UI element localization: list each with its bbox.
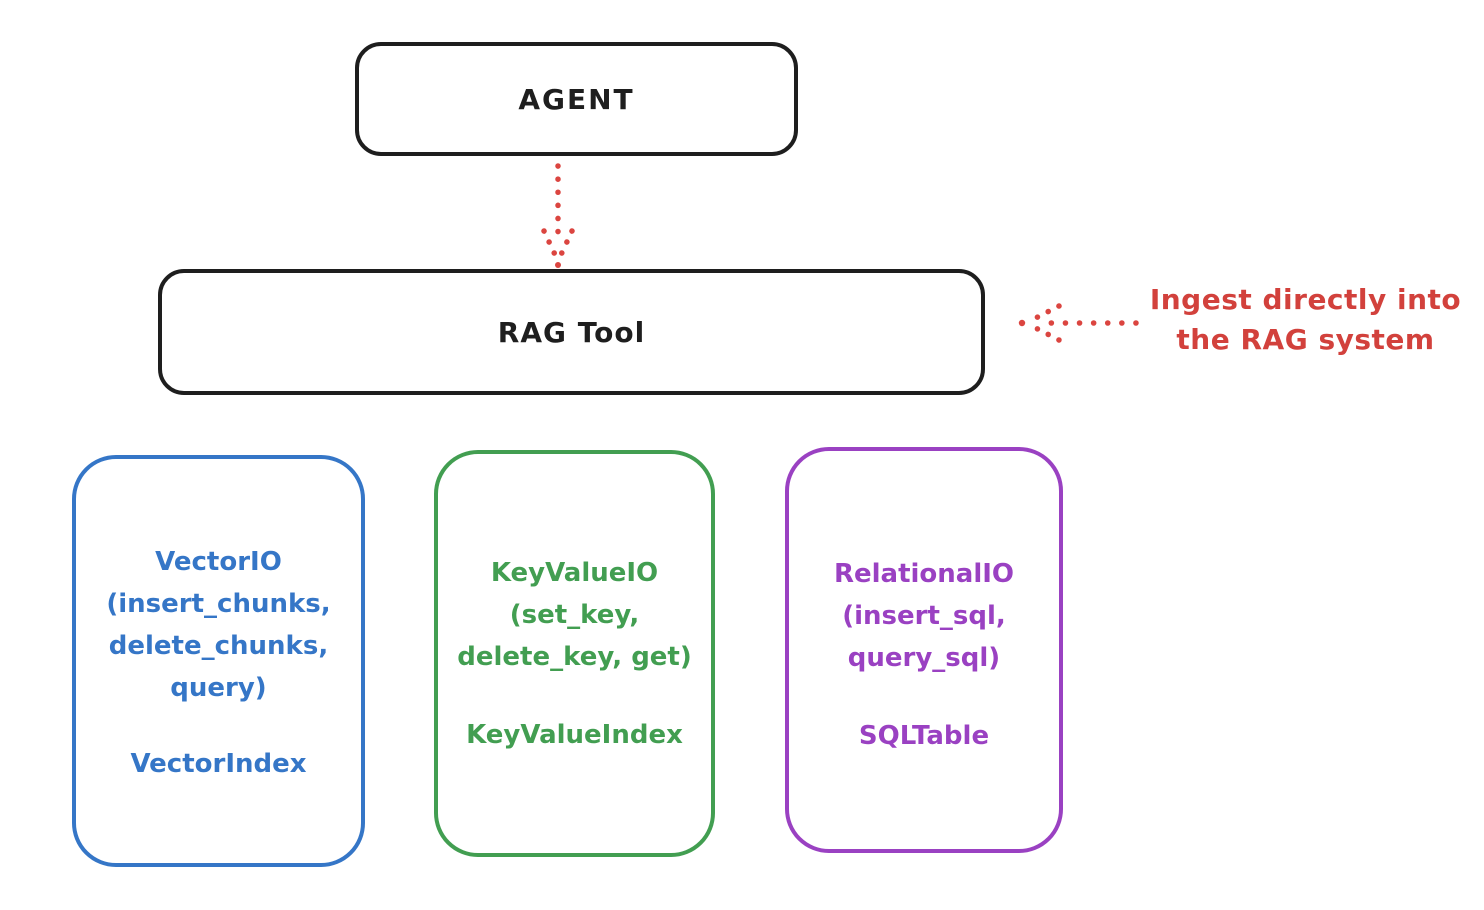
dotted-arrow-down-icon: [541, 163, 575, 268]
io-box-vector: VectorIO (insert_chunks, delete_chunks, …: [72, 455, 365, 867]
agent-to-ragtool-arrow: [533, 160, 583, 270]
rag-tool-node: RAG Tool: [158, 269, 985, 395]
relational-io-interface-text: RelationalIO (insert_sql, query_sql): [833, 559, 1015, 673]
vector-io-interface-text: VectorIO (insert_chunks, delete_chunks, …: [106, 547, 331, 703]
agent-node: AGENT: [355, 42, 798, 156]
dotted-arrow-left-icon: [1018, 303, 1139, 343]
ingest-annotation: Ingest directly into the RAG system: [1149, 283, 1462, 356]
rag-tool-label: RAG Tool: [497, 315, 646, 349]
vector-io-index-label: VectorIndex: [130, 749, 307, 779]
relational-io-index-label: SQLTable: [858, 721, 990, 751]
keyvalue-io-interface-text: KeyValueIO (set_key, delete_key, get): [457, 558, 692, 672]
ingest-arrow: [1012, 298, 1142, 350]
io-box-keyvalue: KeyValueIO (set_key, delete_key, get) Ke…: [434, 450, 715, 857]
agent-label: AGENT: [518, 82, 635, 116]
io-box-relational: RelationalIO (insert_sql, query_sql) SQL…: [785, 447, 1063, 853]
keyvalue-io-index-label: KeyValueIndex: [466, 720, 683, 750]
